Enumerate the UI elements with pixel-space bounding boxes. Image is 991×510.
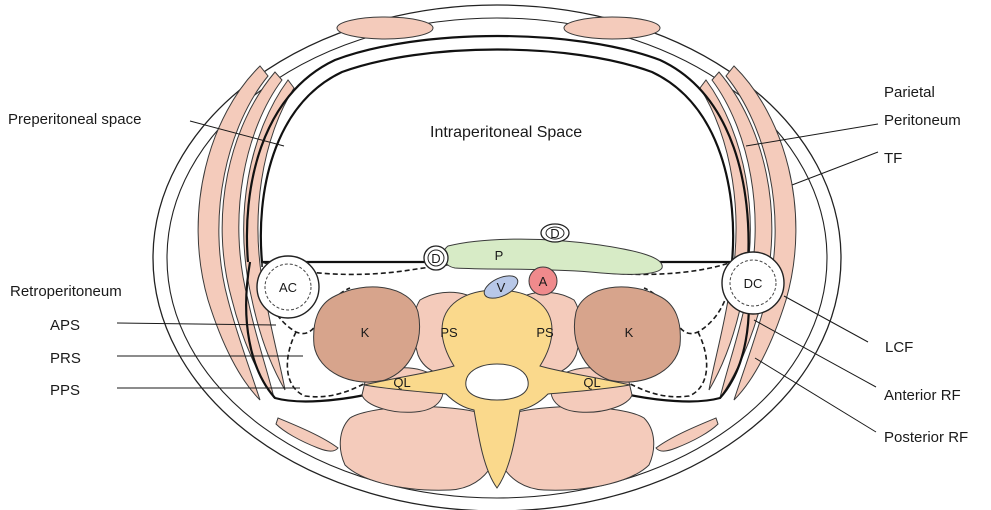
label-ps-right: PS: [536, 325, 554, 340]
label-ql-right: QL: [583, 375, 600, 390]
label-d-top: D: [550, 226, 559, 241]
label-ac: AC: [279, 280, 297, 295]
label-k-right: K: [625, 325, 634, 340]
label-p: P: [495, 248, 504, 263]
label-a: A: [539, 274, 548, 289]
label-preperitoneal-space: Preperitoneal space: [8, 111, 141, 128]
label-ps-left: PS: [440, 325, 458, 340]
rectus-muscle-right: [564, 17, 660, 39]
label-ql-left: QL: [393, 375, 410, 390]
label-posterior-rf: Posterior RF: [884, 429, 968, 446]
label-v: V: [497, 280, 506, 295]
label-anterior-rf: Anterior RF: [884, 387, 961, 404]
label-k-left: K: [361, 325, 370, 340]
parietal-peritoneum: [261, 50, 733, 263]
label-pps: PPS: [50, 382, 80, 399]
vertebral-foramen: [466, 364, 528, 400]
label-retroperitoneum: Retroperitoneum: [10, 283, 122, 300]
label-peritoneum: Peritoneum: [884, 112, 961, 129]
rectus-muscle-left: [337, 17, 433, 39]
label-tf: TF: [884, 150, 902, 167]
label-aps: APS: [50, 317, 80, 334]
label-d-left: D: [431, 251, 440, 266]
label-lcf: LCF: [885, 339, 913, 356]
label-dc: DC: [744, 276, 763, 291]
label-parietal: Parietal: [884, 84, 935, 101]
label-prs: PRS: [50, 350, 81, 367]
label-intraperitoneal-space: Intraperitoneal Space: [430, 124, 582, 141]
